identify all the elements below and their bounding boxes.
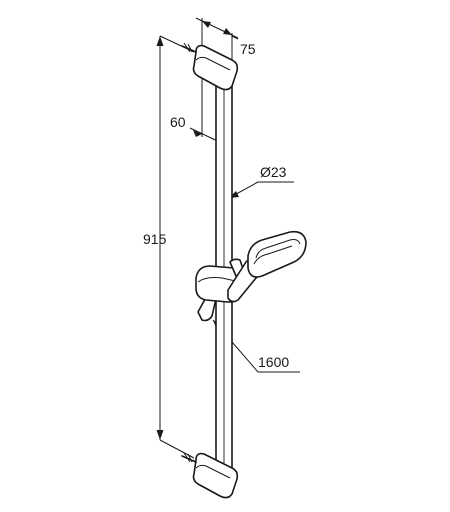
bottom-wall-bracket (181, 452, 239, 499)
dimension-rail-diameter-label: Ø23 (260, 164, 287, 180)
dimension-rail-diameter (228, 181, 294, 199)
dimension-hose-length-label: 1600 (258, 354, 289, 370)
dimension-total-height-label: 915 (143, 231, 167, 247)
dimension-rail-offset-label: 60 (170, 114, 186, 130)
dimension-total-height (156, 35, 195, 459)
dimension-wall-offset (195, 17, 239, 62)
dimension-wall-offset-label: 75 (240, 41, 256, 57)
top-wall-bracket (181, 42, 239, 91)
hand-shower (227, 230, 307, 303)
